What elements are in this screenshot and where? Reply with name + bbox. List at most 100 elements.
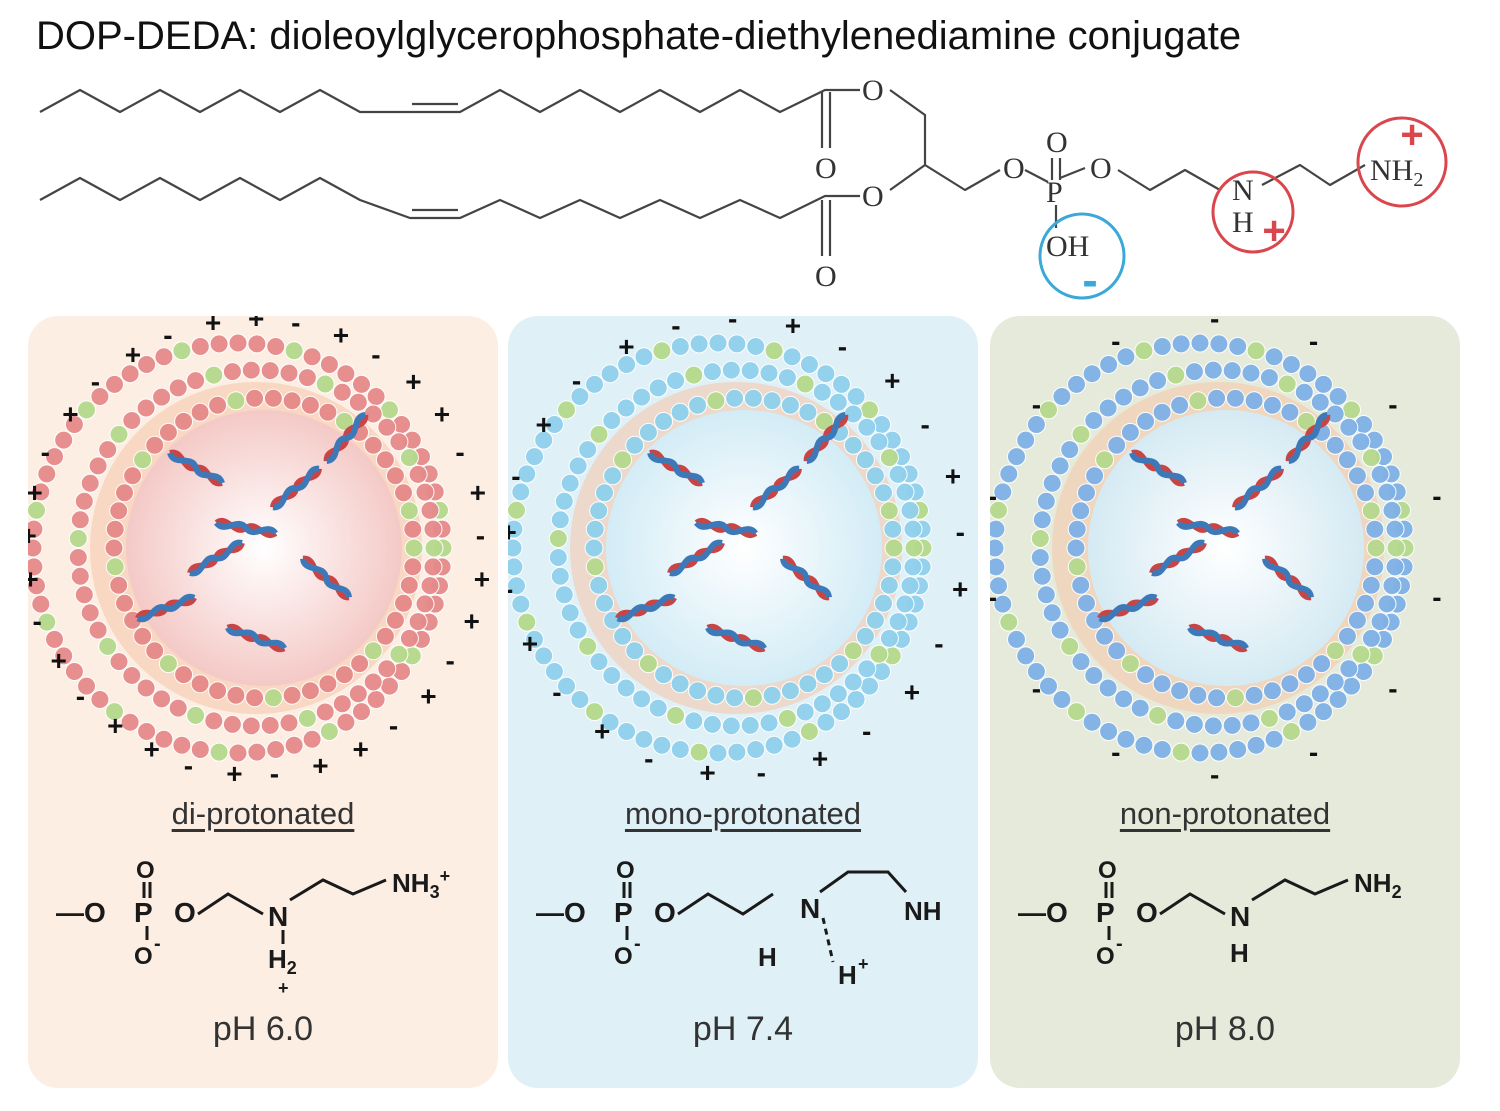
lipid-headgroup bbox=[174, 665, 194, 685]
charge-plus-sign: + bbox=[28, 563, 39, 594]
lipid-headgroup bbox=[1071, 424, 1091, 444]
lipid-headgroup bbox=[1328, 387, 1348, 406]
lipid-headgroup bbox=[64, 415, 84, 434]
lipid-headgroup bbox=[857, 659, 877, 679]
lipid-headgroup bbox=[300, 395, 320, 415]
lipid-headgroup bbox=[708, 743, 728, 763]
lipid-headgroup bbox=[385, 610, 405, 630]
lipid-headgroup bbox=[603, 466, 623, 486]
lipid-headgroup bbox=[1016, 646, 1036, 666]
chem-oxygen-right: O bbox=[1136, 897, 1158, 928]
lipid-headgroup bbox=[1170, 681, 1190, 701]
lipid-headgroup bbox=[319, 722, 339, 741]
state-label-non-protonated: non-protonated bbox=[1119, 796, 1331, 831]
lipid-headgroup bbox=[399, 628, 419, 648]
lipid-headgroup bbox=[1314, 702, 1333, 722]
lipid-headgroup bbox=[1148, 705, 1168, 725]
lipid-headgroup bbox=[1067, 374, 1086, 394]
chem-left-oxygen: —O bbox=[56, 897, 106, 928]
chem-nh-ring: NH bbox=[904, 896, 942, 926]
lipid-headgroup bbox=[1342, 400, 1361, 420]
vesicle-non-protonated: -------------- bbox=[990, 316, 1442, 790]
lipid-headgroup bbox=[1328, 690, 1348, 709]
lipid-headgroup bbox=[589, 652, 609, 672]
lipid-headgroup bbox=[1067, 702, 1086, 722]
lipid-headgroup bbox=[1294, 382, 1314, 402]
lipid-headgroup bbox=[152, 387, 172, 407]
lipid-headgroup bbox=[568, 456, 588, 476]
terminal-charge-circle bbox=[1356, 116, 1448, 208]
charge-plus-sign: + bbox=[353, 734, 369, 765]
carbonyl-oxygen-bottom: O bbox=[815, 260, 837, 293]
lipid-headgroup bbox=[1148, 371, 1168, 391]
lipid-headgroup bbox=[554, 585, 574, 605]
lipid-headgroup bbox=[544, 415, 564, 434]
lipid-headgroup bbox=[525, 447, 544, 467]
lipid-headgroup bbox=[282, 685, 302, 705]
lipid-headgroup bbox=[245, 388, 265, 408]
lipid-headgroup bbox=[1152, 740, 1172, 759]
ph-label-mono-protonated: pH 7.4 bbox=[692, 1010, 794, 1048]
charge-minus-sign: - bbox=[511, 461, 520, 492]
charge-plus-sign: + bbox=[594, 716, 610, 747]
charge-minus-sign: - bbox=[33, 606, 42, 637]
lipid-headgroup bbox=[1052, 387, 1072, 406]
vesicle-mono-protonated: -+-+-+-+-+-+-+-+-+-+-+-+- bbox=[508, 316, 968, 788]
lipid-headgroup bbox=[332, 694, 352, 714]
lipid-headgroup bbox=[511, 594, 531, 614]
dna-strand bbox=[1262, 555, 1314, 601]
lipid-headgroup bbox=[708, 333, 728, 353]
lipid-headgroup bbox=[28, 576, 46, 596]
lipid-headgroup bbox=[1228, 337, 1248, 356]
lipid-headgroup bbox=[1246, 341, 1266, 361]
charge-minus-sign: - bbox=[41, 436, 50, 467]
lipid-headgroup bbox=[895, 594, 915, 614]
lipid-headgroup bbox=[589, 501, 609, 521]
dna-strand bbox=[803, 412, 849, 464]
lipid-headgroup bbox=[1188, 685, 1208, 705]
lipid-headgroup bbox=[334, 411, 354, 431]
charge-plus-sign: + bbox=[333, 319, 349, 350]
lipid-headgroup bbox=[1071, 501, 1091, 521]
lipid-headgroup bbox=[1136, 665, 1156, 685]
lipid-headgroup bbox=[855, 450, 875, 470]
lipid-headgroup bbox=[80, 473, 100, 493]
lipid-headgroup bbox=[332, 382, 352, 402]
lipid-headgroup bbox=[1294, 694, 1314, 714]
charge-minus-sign: - bbox=[990, 480, 997, 511]
charge-plus-sign: + bbox=[699, 757, 715, 788]
lipid-headgroup bbox=[145, 435, 165, 455]
lipid-headgroup bbox=[1361, 448, 1381, 468]
lipid-headgroup bbox=[1098, 398, 1118, 418]
lipid-headgroup bbox=[585, 374, 604, 394]
lipid-headgroup bbox=[70, 510, 90, 530]
lipid-headgroup bbox=[795, 702, 815, 722]
glycerol-backbone bbox=[889, 89, 1001, 192]
lipid-headgroup bbox=[133, 450, 153, 470]
lipid-headgroup bbox=[1222, 715, 1242, 735]
ester-oxygen-top: O bbox=[862, 74, 884, 107]
lipid-headgroup bbox=[721, 716, 741, 736]
lipid-headgroup bbox=[136, 678, 156, 698]
lipid-headgroup bbox=[105, 374, 124, 394]
lipid-headgroup bbox=[855, 626, 875, 646]
lipid-headgroup bbox=[222, 362, 242, 382]
lipid-headgroup bbox=[799, 722, 819, 741]
charge-plus-sign: + bbox=[51, 645, 67, 676]
lipid-headgroup bbox=[77, 676, 96, 696]
dna-strand bbox=[1285, 412, 1331, 464]
lipid-headgroup bbox=[1134, 341, 1154, 361]
lipid-headgroup bbox=[1190, 743, 1210, 763]
lipid-headgroup bbox=[279, 363, 299, 383]
lipid-headgroup bbox=[743, 388, 763, 408]
lipid-headgroup bbox=[1026, 415, 1046, 434]
lipid-headgroup bbox=[689, 334, 709, 354]
lipid-headgroup bbox=[266, 337, 286, 356]
lipid-headgroup bbox=[389, 644, 409, 664]
lipid-headgroup bbox=[37, 464, 57, 484]
lipid-headgroup bbox=[1203, 716, 1223, 736]
lipid-headgroup bbox=[186, 371, 206, 391]
lipid-headgroup bbox=[260, 361, 280, 381]
charge-plus-sign: + bbox=[474, 563, 490, 594]
lipid-headgroup bbox=[109, 575, 129, 595]
